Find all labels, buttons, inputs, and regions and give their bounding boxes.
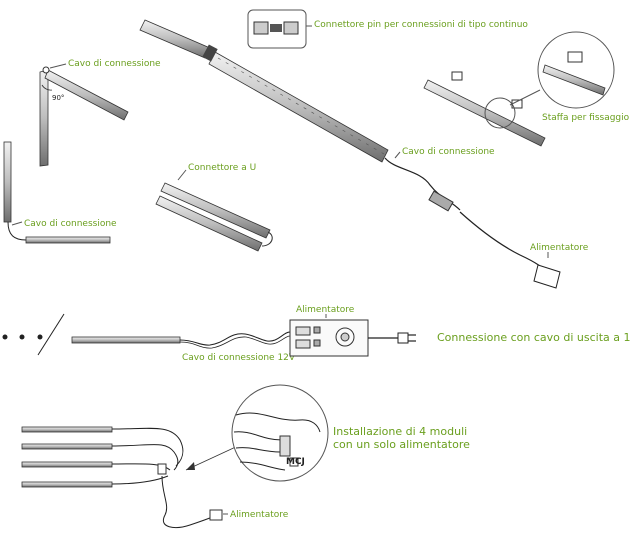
label-installazione-2: con un solo alimentatore (333, 438, 470, 451)
corner-90-assembly (39, 66, 129, 167)
four-modules (21, 426, 223, 528)
dots-ellipsis (2, 313, 65, 356)
label-cavo-left-strip: Cavo di connessione (24, 219, 117, 229)
power-adapter-bottom (209, 509, 223, 521)
power-adapter-top (533, 264, 561, 289)
pin-connector-detail (247, 9, 307, 49)
label-angle-90: 90° (52, 94, 64, 102)
label-alimentatore-bottom: Alimentatore (230, 510, 289, 520)
label-connessione-12v: Connessione con cavo di uscita a 12V (437, 331, 630, 344)
left-vertical-strip (3, 141, 111, 244)
pin-connector (202, 44, 218, 62)
label-alimentatore-top: Alimentatore (530, 243, 589, 253)
dc-plug (428, 190, 454, 212)
label-mcj: MCJ (286, 457, 305, 467)
label-connettore-pin: Connettore pin per connessioni di tipo c… (314, 20, 528, 30)
label-cavo-top-left: Cavo di connessione (68, 59, 161, 69)
label-cavo-main: Cavo di connessione (402, 147, 495, 157)
mcj-detail-circle (231, 384, 329, 482)
label-installazione-1: Installazione di 4 moduli (333, 425, 467, 438)
bracket-profile (423, 31, 615, 147)
label-cavo-12v: Cavo di connessione 12V (182, 353, 296, 363)
label-staffa: Staffa per fissaggio (542, 113, 630, 123)
mid-strip (71, 331, 291, 349)
main-diagonal-profile (139, 19, 389, 163)
u-connector-assembly (155, 182, 273, 252)
power-supply-box (289, 319, 416, 357)
label-connettore-u: Connettore a U (188, 163, 256, 173)
label-alimentatore-mid: Alimentatore (296, 305, 355, 315)
